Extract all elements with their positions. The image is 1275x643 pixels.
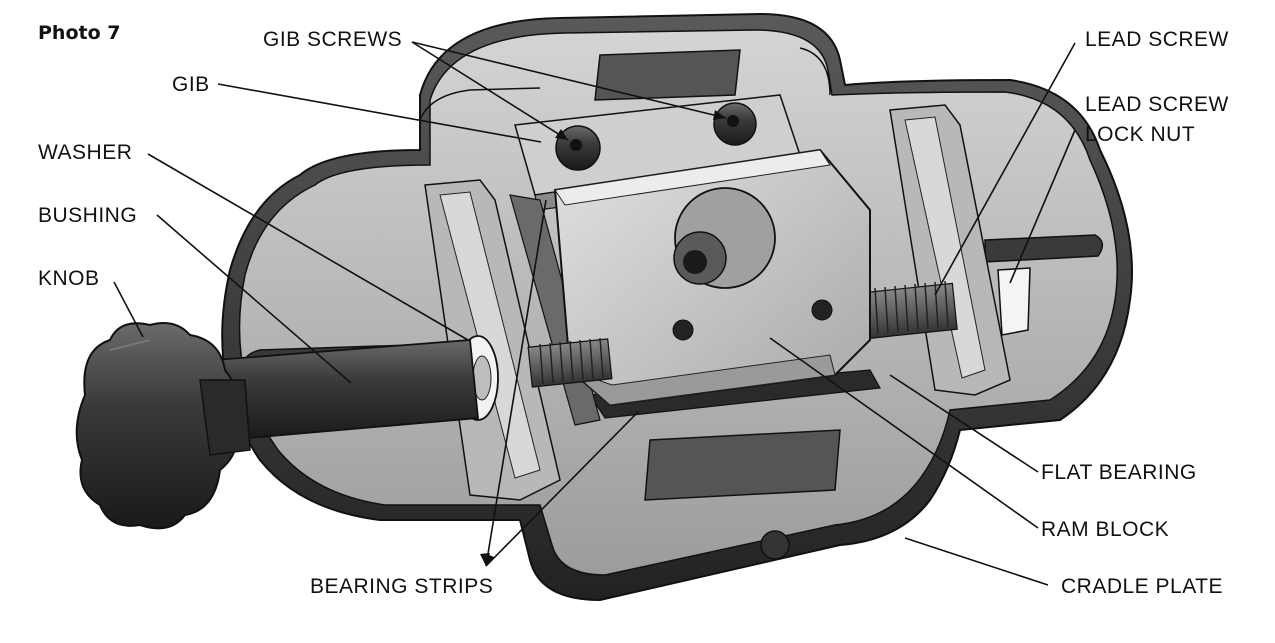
- lead-screw-left-thread: [527, 337, 613, 388]
- label-knob: KNOB: [38, 267, 100, 290]
- leader-bearing-strips-2: [485, 411, 639, 567]
- label-washer: WASHER: [38, 141, 133, 164]
- cradle-plate-hole: [760, 530, 790, 560]
- label-lead-screw: LEAD SCREW: [1085, 28, 1229, 51]
- figure-title: Photo 7: [38, 22, 121, 44]
- arrowhead-gib-screw-left: [555, 129, 568, 140]
- leader-lead-screw: [934, 42, 1076, 296]
- label-bearing-strips: BEARING STRIPS: [310, 575, 494, 598]
- label-ram-block: RAM BLOCK: [1041, 518, 1170, 541]
- gib-screw-right: [713, 102, 757, 146]
- leader-washer: [147, 153, 469, 341]
- label-flat-bearing: FLAT BEARING: [1041, 461, 1197, 484]
- label-lead-screw-lock-nut-line1: LEAD SCREW: [1085, 93, 1229, 116]
- leader-gib-screws-right: [411, 41, 727, 119]
- leader-knob: [113, 281, 144, 338]
- leader-lead-screw-lock-nut: [1009, 129, 1076, 284]
- leader-bushing: [156, 214, 352, 384]
- leader-gib: [217, 83, 542, 143]
- gib-screw-left: [555, 125, 601, 171]
- leader-arrowheads: [480, 110, 726, 566]
- knob: [75, 322, 251, 530]
- ram-block: [553, 148, 871, 407]
- leader-ram-block: [769, 337, 1039, 529]
- leader-bearing-strips-1: [485, 199, 547, 567]
- label-lead-screw-lock-nut-line2: LOCK NUT: [1085, 123, 1196, 146]
- leader-gib-screws-left: [411, 41, 569, 141]
- leader-cradle-plate: [904, 537, 1049, 586]
- leader-lines: [113, 41, 1076, 586]
- arrowhead-bearing-strips-2: [484, 553, 494, 566]
- label-gib-screws: GIB SCREWS: [263, 28, 403, 51]
- lead-screw-lock-nut: [997, 267, 1031, 336]
- leader-flat-bearing: [889, 374, 1039, 473]
- arrowhead-gib-screw-right: [713, 110, 726, 120]
- label-gib: GIB: [172, 73, 210, 96]
- right-upright: [889, 104, 1011, 396]
- label-bushing: BUSHING: [38, 204, 138, 227]
- label-cradle-plate: CRADLE PLATE: [1061, 575, 1223, 598]
